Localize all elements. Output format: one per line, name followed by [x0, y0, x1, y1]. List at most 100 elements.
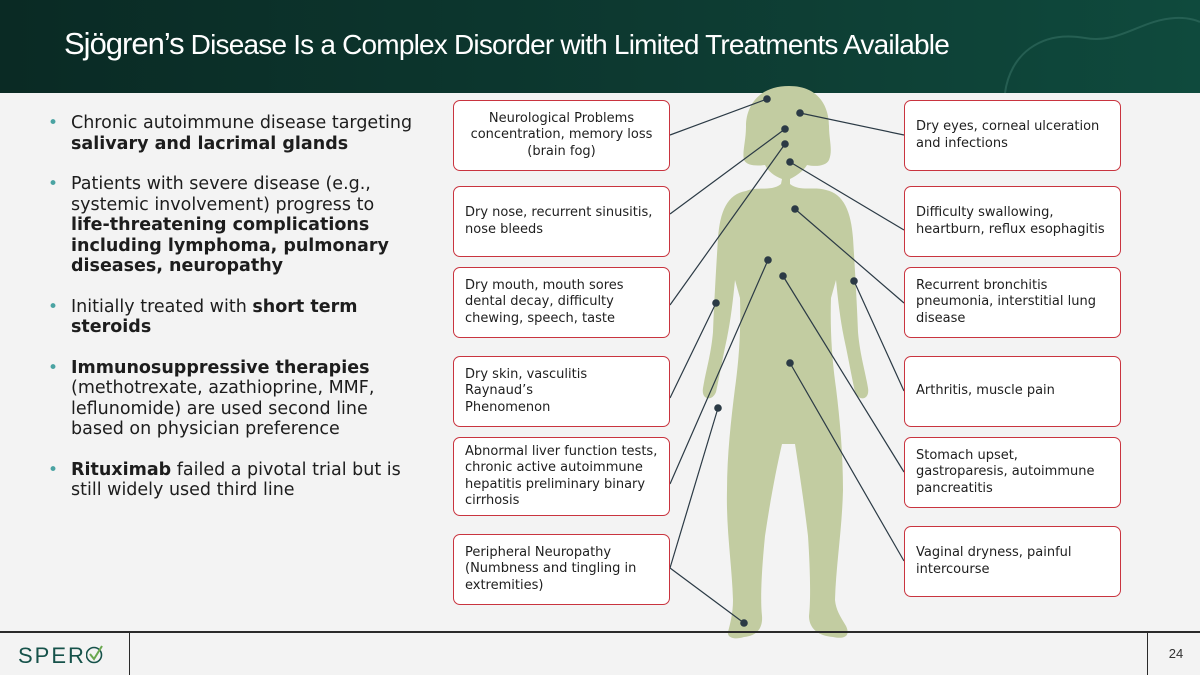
bullet-dot-icon: •: [48, 174, 59, 194]
spero-logo: SPER: [18, 643, 86, 668]
symptom-line: Difficulty swallowing,: [916, 205, 1054, 220]
connector-line-liver: [669, 259, 769, 485]
symptom-line: Arthritis, muscle pain: [916, 383, 1055, 399]
connector-dot-arthritis: [850, 277, 858, 285]
symptom-line: extremities): [465, 577, 544, 593]
connector-dots: [712, 95, 858, 627]
connector-line-arthritis: [853, 280, 905, 392]
symptom-line: hepatitis preliminary binary: [465, 476, 646, 492]
connector-dot-neuropathy: [714, 404, 722, 412]
symptom-line: dental decay, difficulty: [465, 294, 614, 310]
symptom-line: chronic active autoimmune: [465, 460, 643, 475]
bullet-item: • Initially treated with short term stero…: [48, 297, 413, 338]
connector-line-bronchitis: [794, 208, 905, 304]
connector-line-dry-mouth: [669, 143, 786, 306]
connector-dot-neuropathy-foot: [740, 619, 748, 627]
page-number: 24: [1168, 646, 1184, 661]
bullet-dot-icon: •: [48, 296, 59, 317]
symptom-line: Vaginal dryness, painful: [916, 545, 1072, 560]
symptom-line: Dry mouth, mouth sores: [465, 277, 624, 293]
symptom-line: Abnormal liver function tests,: [465, 443, 658, 459]
symptom-line: chewing, speech, taste: [465, 310, 615, 326]
bullet-dot-icon: •: [48, 357, 59, 378]
connector-dot-bronchitis: [791, 205, 799, 213]
symptom-line: Stomach upset,: [916, 447, 1018, 463]
bullet-dot-icon: •: [48, 113, 59, 133]
symptom-line: heartburn, reflux esophagitis: [916, 221, 1105, 237]
symptom-text: Dry nose, recurrent sinusitis,nose bleed…: [465, 205, 652, 238]
connector-dot-stomach: [779, 272, 787, 280]
bullet-emphasis: life-threatening complications including…: [71, 215, 389, 276]
connector-dot-neurological: [763, 95, 771, 103]
connector-dot-dry-mouth: [781, 140, 789, 148]
header-banner: Sjögren’s Disease Is a Complex Disorder …: [0, 0, 1200, 93]
page-title: Sjögren’s Disease Is a Complex Disorder …: [64, 26, 950, 61]
connector-line-neuropathy-foot: [669, 567, 745, 624]
symptom-box-dry-nose: Dry nose, recurrent sinusitis,nose bleed…: [453, 186, 670, 257]
connector-line-swallowing: [789, 161, 905, 231]
symptom-line: Phenomenon: [465, 399, 551, 415]
bullet-dot-icon: •: [48, 459, 59, 480]
footer-divider: [0, 631, 1200, 633]
symptom-text: Difficulty swallowing,heartburn, reflux …: [916, 205, 1105, 238]
symptom-line: (Numbness and tingling in: [465, 561, 637, 577]
symptom-line: Recurrent bronchitis: [916, 277, 1048, 293]
connector-dot-swallowing: [786, 158, 794, 166]
bullet-emphasis: Immunosuppressive therapies: [71, 357, 370, 378]
decorative-wave-icon: [1004, 16, 1200, 93]
connector-lines: [669, 98, 905, 624]
symptom-line: Dry skin, vasculitis Raynaud’s: [465, 366, 588, 399]
bullet-text: Initially treated with: [71, 296, 253, 317]
bullet-emphasis: short term steroids: [71, 296, 358, 338]
symptom-line: Dry nose, recurrent sinusitis,: [465, 205, 653, 220]
connector-line-dry-eyes: [799, 112, 905, 136]
bullet-text: Patients with severe disease (e.g., syst…: [71, 174, 375, 215]
bullet-item: • Chronic autoimmune disease targeting sa…: [48, 113, 413, 154]
connector-line-neurological: [669, 98, 768, 136]
connector-dot-dry-skin: [712, 299, 720, 307]
human-silhouette: [702, 86, 869, 639]
symptom-line: pneumonia, interstitial lung: [916, 294, 1096, 310]
connector-dot-dry-nose: [781, 125, 789, 133]
symptom-line: nose bleeds: [465, 221, 543, 237]
connector-line-stomach: [782, 275, 905, 473]
connector-line-dry-skin: [669, 302, 717, 399]
symptom-text: Abnormal liver function tests,chronic ac…: [465, 444, 657, 510]
symptom-line: cirrhosis: [465, 493, 520, 508]
symptom-box-swallowing: Difficulty swallowing,heartburn, reflux …: [904, 186, 1121, 257]
bullet-list: • Chronic autoimmune disease targeting sa…: [48, 113, 413, 521]
connector-dot-vaginal: [786, 359, 794, 367]
symptom-text: Peripheral Neuropathy(Numbness and tingl…: [465, 545, 636, 595]
symptom-line: Peripheral Neuropathy: [465, 544, 612, 560]
connector-dot-dry-eyes: [796, 109, 804, 117]
symptom-box-neuropathy: Peripheral Neuropathy(Numbness and tingl…: [453, 534, 670, 605]
symptom-line: and infections: [916, 135, 1008, 151]
bullet-text: Chronic autoimmune disease targeting: [71, 113, 413, 133]
footer-separator-right: [1147, 633, 1148, 675]
bullet-emphasis: Rituximab: [71, 459, 172, 480]
symptom-line: Dry eyes, corneal ulceration: [916, 119, 1100, 134]
symptom-line: disease: [916, 310, 966, 326]
footer-separator-left: [129, 633, 130, 675]
bullet-text: (methotrexate, azathioprine, MMF, leflun…: [71, 378, 375, 439]
symptom-line: (brain fog): [527, 143, 596, 159]
bullet-text: failed a pivotal trial but is still wide…: [71, 459, 401, 501]
symptom-line: pancreatitis: [916, 480, 993, 496]
symptom-text: Arthritis, muscle pain: [916, 383, 1055, 400]
bullet-item: • Rituximab failed a pivotal trial but is…: [48, 460, 413, 501]
symptom-line: gastroparesis, autoimmune: [916, 464, 1095, 480]
symptom-box-arthritis: Arthritis, muscle pain: [904, 356, 1121, 427]
bullet-emphasis: salivary and lacrimal glands: [71, 133, 349, 154]
